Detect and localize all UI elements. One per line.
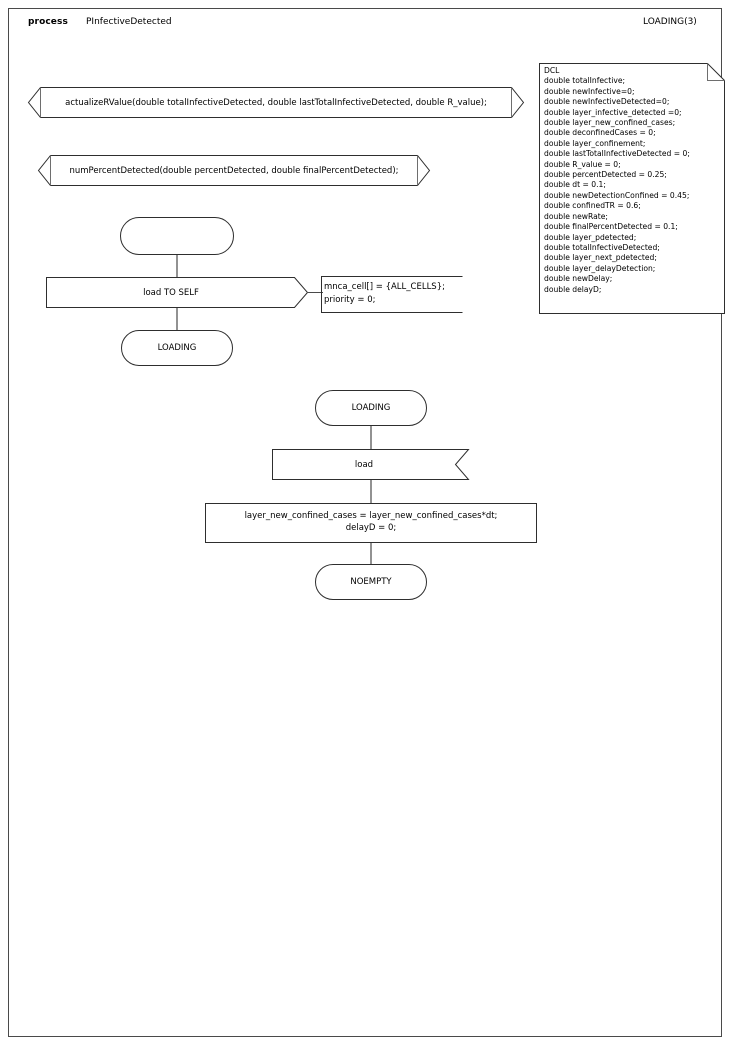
dcl-text-content: DCL double totalInfective; double newInf… <box>544 66 690 294</box>
start-symbol <box>120 217 234 255</box>
procedure-declaration-shape-2 <box>38 155 430 186</box>
comment-box-shape <box>321 276 463 313</box>
procedure-declaration-shape-1 <box>28 87 524 118</box>
dcl-text-box-shape <box>539 63 725 315</box>
input-symbol-load <box>272 449 469 480</box>
state-symbol-loading-b <box>315 390 427 426</box>
state-symbol-noempty <box>315 564 427 600</box>
comment-box-text: mnca_cell[] = {ALL_CELLS}; priority = 0; <box>324 282 445 305</box>
header-page-label: LOADING(3) <box>643 17 697 27</box>
flowline-state-to-input <box>364 426 378 450</box>
flowline-start-to-output <box>170 255 184 278</box>
state-symbol-loading-a <box>121 330 233 366</box>
task-symbol-shape <box>205 503 537 543</box>
flowline-output-to-state <box>170 308 184 332</box>
flowline-input-to-task <box>364 480 378 504</box>
header-keyword: process <box>28 17 68 27</box>
output-symbol-load-to-self <box>46 277 308 308</box>
header-diagram-name: PInfectiveDetected <box>86 17 172 27</box>
flowline-task-to-nextstate <box>364 543 378 565</box>
comment-connector-line <box>307 286 323 300</box>
